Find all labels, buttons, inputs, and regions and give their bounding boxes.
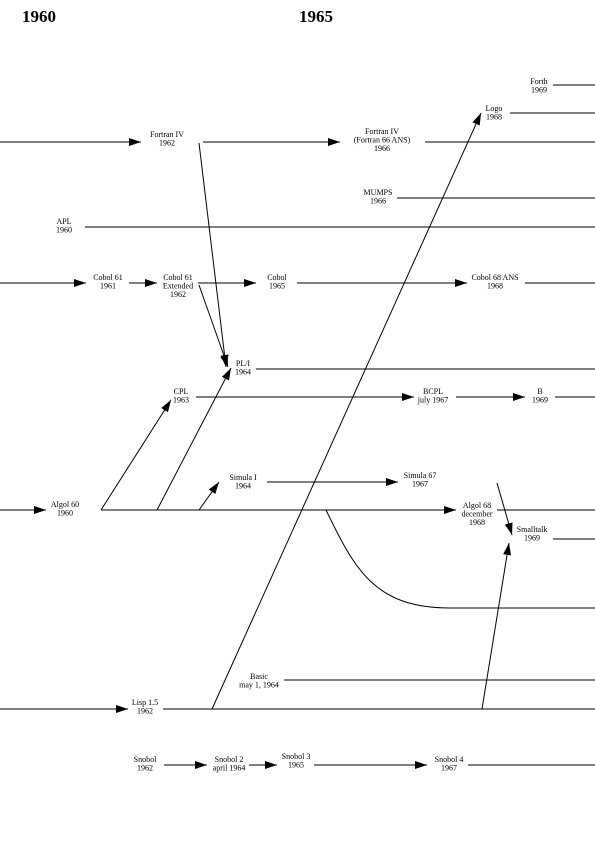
- algol-to-cpl-arrow: [100, 399, 172, 511]
- language-node-line: Snobol: [134, 755, 157, 764]
- language-node-line: PL/I: [236, 359, 251, 368]
- language-node-line: 1961: [100, 282, 116, 291]
- language-node-line: Simula I: [229, 473, 257, 482]
- language-node-line: 1966: [370, 197, 386, 206]
- language-node-line: Forth: [530, 77, 547, 86]
- language-node-line: APL: [56, 217, 71, 226]
- language-node-line: july 1967: [417, 396, 448, 405]
- language-node-line: 1969: [531, 86, 547, 95]
- language-node-line: MUMPS: [364, 188, 393, 197]
- language-node-line: 1965: [288, 761, 304, 770]
- language-node-line: Lisp 1.5: [132, 698, 158, 707]
- year-label-1965: 1965: [299, 7, 333, 26]
- language-node-line: may 1, 1964: [239, 681, 279, 690]
- language-node-line: Snobol 2: [215, 755, 244, 764]
- language-node-line: 1962: [159, 139, 175, 148]
- language-node-line: Fortran IV: [150, 130, 184, 139]
- language-node-line: CPL: [174, 387, 189, 396]
- language-node-line: Smalltalk: [517, 525, 548, 534]
- cobol-to-pl1-arrow: [198, 284, 229, 368]
- language-node-line: 1964: [235, 482, 251, 491]
- language-node-line: 1962: [137, 707, 153, 716]
- language-node-line: 1960: [56, 226, 72, 235]
- language-node-line: Cobol 68 ANS: [471, 273, 518, 282]
- language-node-line: 1967: [441, 764, 457, 773]
- language-node-line: (Fortran 66 ANS): [354, 136, 411, 145]
- language-node-line: Basic: [250, 672, 268, 681]
- algol-to-pl1-arrow: [156, 367, 232, 511]
- simula-67-to-smalltalk-arrow: [496, 482, 513, 536]
- language-node-line: Algol 60: [51, 500, 79, 509]
- language-node-line: Simula 67: [404, 471, 437, 480]
- language-node-line: Snobol 4: [435, 755, 464, 764]
- language-node-line: Cobol 61: [163, 273, 193, 282]
- language-node-line: 1962: [170, 290, 186, 299]
- lisp-to-smalltalk-arrow: [481, 542, 512, 710]
- language-node-line: 1968: [487, 282, 503, 291]
- language-node-line: Cobol 61: [93, 273, 123, 282]
- language-node-line: Cobol: [267, 273, 287, 282]
- algol-branch-curve: [325, 509, 595, 609]
- language-node-line: 1968: [486, 113, 502, 122]
- language-node-line: Fortran IV: [365, 127, 399, 136]
- language-node-line: 1966: [374, 144, 390, 153]
- language-node-line: december: [461, 510, 492, 519]
- language-node-line: 1963: [173, 396, 189, 405]
- language-node-line: BCPL: [423, 387, 443, 396]
- lisp-to-logo-arrow: [211, 112, 482, 710]
- language-node-line: 1967: [412, 480, 428, 489]
- connector-lines: [0, 84, 595, 769]
- language-node-fortran-66: Fortran IV(Fortran 66 ANS)1966: [354, 127, 411, 153]
- language-node-line: 1969: [532, 396, 548, 405]
- language-node-line: 1962: [137, 764, 153, 773]
- language-node-line: Snobol 3: [282, 752, 311, 761]
- language-node-line: B: [537, 387, 542, 396]
- language-node-line: 1964: [235, 368, 251, 377]
- algol-to-simula-i-arrow: [198, 481, 220, 511]
- fortran-to-pl1-arrow: [198, 142, 229, 368]
- language-node-line: 1960: [57, 509, 73, 518]
- language-node-line: Algol 68: [463, 501, 491, 510]
- year-label-1960: 1960: [22, 7, 56, 26]
- language-node-line: april 1964: [213, 764, 246, 773]
- language-node-line: Logo: [486, 104, 503, 113]
- language-node-line: 1965: [269, 282, 285, 291]
- language-node-line: 1968: [469, 518, 485, 527]
- language-node-line: 1969: [524, 534, 540, 543]
- language-node-line: Extended: [163, 282, 193, 291]
